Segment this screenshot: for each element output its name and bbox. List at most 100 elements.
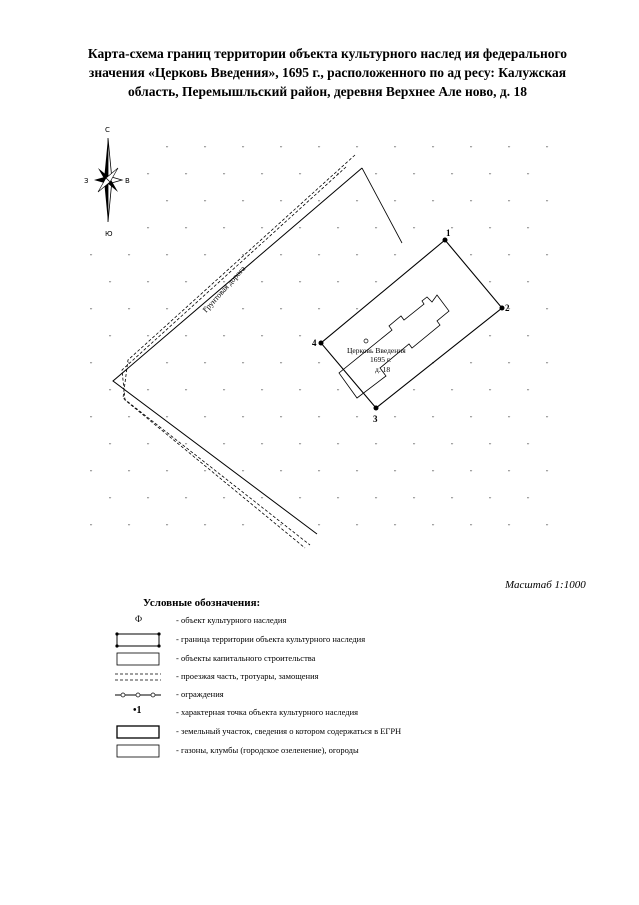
legend-item-road: - проезжая часть, тротуары, замощения	[113, 669, 473, 685]
lawn-mark: ″	[489, 335, 492, 341]
lawn-mark: ″	[223, 443, 226, 449]
lawn-mark: ″	[318, 146, 321, 152]
lawn-mark: ″	[90, 470, 93, 476]
lawn-mark: ″	[489, 443, 492, 449]
lawn-mark: ″	[242, 200, 245, 206]
lawn-mark: ″	[413, 389, 416, 395]
legend-item-char-point: •1 - характерная точка объекта культурно…	[113, 705, 473, 721]
lawn-mark: ″	[546, 416, 549, 422]
compass-east: В	[125, 177, 130, 185]
legend-text: - граница территории объекта культурного…	[176, 634, 366, 644]
lawn-mark: ″	[356, 200, 359, 206]
lawn-mark: ″	[280, 146, 283, 152]
lawn-mark: ″	[128, 308, 131, 314]
lawn-mark: ″	[280, 362, 283, 368]
lawn-mark: ″	[489, 173, 492, 179]
legend-item-fence: - ограждения	[113, 687, 473, 703]
lawn-mark: ″	[242, 524, 245, 530]
lawn-mark: ″	[489, 497, 492, 503]
lawn-mark: ″	[337, 443, 340, 449]
lawn-mark: ″	[223, 497, 226, 503]
lawn-mark: ″	[109, 389, 112, 395]
lawn-mark: ″	[394, 254, 397, 260]
lawn-mark: ″	[280, 308, 283, 314]
lawn-mark: ″	[432, 200, 435, 206]
lawn-mark: ″	[527, 335, 530, 341]
lawn-mark: ″	[90, 362, 93, 368]
lawn-mark: ″	[489, 227, 492, 233]
lawn-mark: ″	[185, 497, 188, 503]
point-label-3: 3	[373, 414, 378, 424]
heritage-object-icon: Ф	[135, 614, 143, 624]
parcel-icon	[116, 725, 160, 739]
lawn-mark: ″	[147, 335, 150, 341]
lawn-mark: ″	[413, 227, 416, 233]
lawn-mark: ″	[261, 173, 264, 179]
lawn-mark: ″	[109, 443, 112, 449]
lawn-mark: ″	[90, 308, 93, 314]
lawn-mark: ″	[128, 254, 131, 260]
lawn-mark: ″	[394, 200, 397, 206]
church-house: д. 18	[375, 365, 390, 374]
lawn-mark: ″	[451, 497, 454, 503]
lawn-mark: ″	[394, 416, 397, 422]
lawn-mark: ″	[166, 200, 169, 206]
lawn-mark: ″	[508, 524, 511, 530]
lawn-mark: ″	[318, 416, 321, 422]
lawn-mark: ″	[375, 173, 378, 179]
legend-item-boundary: - граница территории объекта культурного…	[113, 632, 473, 648]
lawn-mark: ″	[147, 281, 150, 287]
lawn-mark: ″	[413, 497, 416, 503]
lawn-mark: ″	[489, 281, 492, 287]
lawn-mark: ″	[356, 524, 359, 530]
lawn-mark: ″	[204, 524, 207, 530]
lawn-mark: ″	[451, 227, 454, 233]
lawn-mark: ″	[508, 308, 511, 314]
legend-item-building: - объекты капитального строительства	[113, 651, 473, 667]
lawn-mark: ″	[546, 362, 549, 368]
legend-title: Условные обозначения:	[143, 597, 261, 609]
lawn-mark: ″	[280, 524, 283, 530]
lawn-hatch: ″ ″ ″ ″ ″ ″ ″ ″ ″ ″ ″ ″ ″ ″ ″ ″ ″ ″ ″ ″ ″ ″ ″ ″ ″ ″ ″ ″ ″ ″ ″ ″ ″ ″ ″ ″ ″ ″ ″ ″…	[90, 146, 549, 530]
lawn-mark: ″	[280, 416, 283, 422]
lawn-mark: ″	[280, 254, 283, 260]
lawn-mark: ″	[128, 416, 131, 422]
lawn-mark: ″	[508, 254, 511, 260]
lawn-mark: ″	[166, 416, 169, 422]
title-line-2: значения «Церковь Введения», 1695 г., ра…	[88, 65, 567, 80]
fence-line	[112, 167, 363, 535]
compass-west: З	[84, 177, 89, 185]
lawn-mark: ″	[546, 470, 549, 476]
lawn-mark: ″	[318, 254, 321, 260]
compass-south: Ю	[105, 230, 113, 238]
lawn-mark: ″	[527, 281, 530, 287]
lawn-mark: ″	[223, 227, 226, 233]
lawn-mark: ″	[128, 524, 131, 530]
road-icon	[115, 673, 161, 681]
lawn-mark: ″	[242, 362, 245, 368]
lawn-mark: ″	[432, 146, 435, 152]
lawn-mark: ″	[470, 362, 473, 368]
lawn-mark: ″	[394, 524, 397, 530]
lawn-mark: ″	[470, 254, 473, 260]
lawn-mark: ″	[508, 416, 511, 422]
lawn-mark: ″	[147, 497, 150, 503]
lawn-mark: ″	[204, 254, 207, 260]
compass-rose-icon: С Ю В З	[84, 126, 130, 238]
legend-text: - газоны, клумбы (городское озеленение),…	[176, 745, 359, 755]
lawn-mark: ″	[204, 416, 207, 422]
title-line-3: область, Перемышльский район, деревня Ве…	[128, 84, 527, 99]
legend-item-lawn: - газоны, клумбы (городское озеленение),…	[113, 743, 473, 759]
lawn-mark: ″	[470, 200, 473, 206]
lawn-mark: ″	[508, 146, 511, 152]
lawn-mark: ″	[470, 416, 473, 422]
lawn-mark: ″	[451, 389, 454, 395]
lawn-mark: ″	[299, 281, 302, 287]
lawn-mark: ″	[261, 497, 264, 503]
lawn-mark: ″	[299, 227, 302, 233]
church-building	[338, 294, 450, 399]
lawn-mark: ″	[432, 470, 435, 476]
lawn-mark: ″	[318, 470, 321, 476]
legend-text: - объект культурного наследия	[176, 615, 287, 625]
lawn-mark: ″	[413, 173, 416, 179]
